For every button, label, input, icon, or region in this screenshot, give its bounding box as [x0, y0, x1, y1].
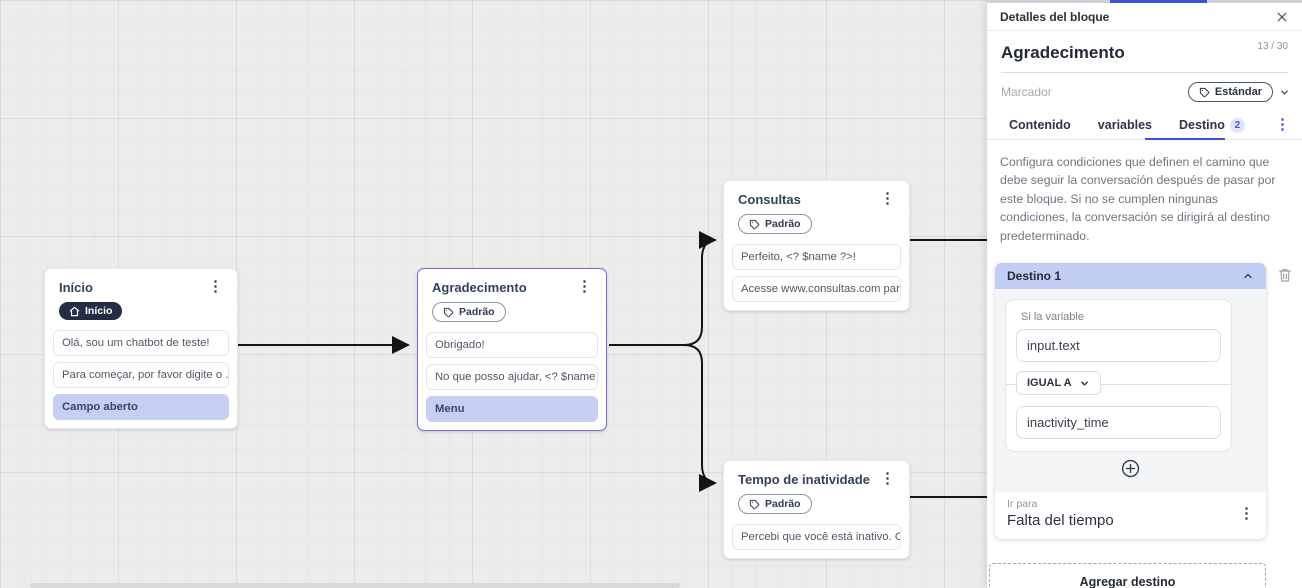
edge-agradecimento-consultas	[609, 231, 717, 346]
tab-label: Destino	[1179, 118, 1225, 132]
message-row[interactable]: No que posso ajudar, <? $name ...	[426, 364, 598, 390]
badge-label: Padrão	[765, 218, 801, 230]
clipped-tabbar-edge	[987, 0, 1302, 3]
kebab-menu-icon[interactable]: ⋮	[208, 278, 223, 295]
message-row[interactable]: Perfeito, <? $name ?>!	[732, 244, 901, 270]
message-row[interactable]: Olá, sou um chatbot de teste!	[53, 330, 229, 356]
operator-value: IGUAL A	[1027, 377, 1072, 390]
menu-row[interactable]: Menu	[426, 396, 598, 422]
condition-box: Si la variable IGUAL A	[1005, 299, 1232, 453]
node-title: Início	[59, 280, 93, 295]
home-icon	[69, 306, 80, 316]
name-underline	[1001, 72, 1288, 73]
horizontal-scrollbar[interactable]	[30, 583, 680, 588]
node-title: Tempo de inatividade	[738, 472, 870, 487]
tag-icon	[749, 499, 760, 509]
condition-divider	[1006, 384, 1231, 386]
node-agradecimento[interactable]: Agradecimento ⋮ Padrão Obrigado! No que …	[417, 268, 607, 431]
goto-label: Ir para	[1007, 498, 1038, 511]
chevron-down-icon[interactable]	[1279, 87, 1290, 98]
block-name-input[interactable]: Agradecimento	[1001, 43, 1125, 62]
marker-select[interactable]: Estándar	[1187, 82, 1273, 102]
chevron-down-icon	[1080, 381, 1088, 386]
node-type-badge: Padrão	[738, 494, 812, 514]
trash-icon[interactable]	[1277, 267, 1293, 283]
marker-label: Marcador	[1001, 85, 1052, 99]
message-row[interactable]: Acesse www.consultas.com par...	[732, 276, 901, 302]
close-icon[interactable]	[1275, 10, 1289, 24]
message-row[interactable]: Para começar, por favor digite o ...	[53, 362, 229, 388]
message-row[interactable]: Obrigado!	[426, 332, 598, 358]
node-type-badge: Início	[59, 302, 123, 320]
block-details-panel: Detalles del bloque Agradecimento 13 / 3…	[987, 0, 1302, 588]
destination-count-badge: 2	[1229, 117, 1245, 133]
node-title: Agradecimento	[432, 280, 527, 295]
kebab-menu-icon[interactable]: ⋮	[880, 470, 895, 487]
badge-label: Padrão	[765, 498, 801, 510]
destination-description: Configura condiciones que definen el cam…	[1000, 155, 1276, 243]
node-consultas[interactable]: Consultas ⋮ Padrão Perfeito, <? $name ?>…	[723, 180, 910, 311]
operator-select[interactable]: IGUAL A	[1016, 371, 1101, 396]
tag-icon	[1199, 87, 1210, 97]
add-condition-icon[interactable]	[1121, 459, 1140, 478]
badge-label: Início	[85, 305, 113, 317]
message-row[interactable]: Percebi que você está inativo. C...	[732, 524, 901, 550]
active-tab-indicator	[1145, 138, 1225, 140]
tag-icon	[443, 307, 454, 317]
tab-destino[interactable]: Destino 2	[1179, 117, 1245, 133]
destination-card: Destino 1 Si la variable IGUAL A	[995, 263, 1266, 540]
chevron-up-icon[interactable]	[1242, 270, 1254, 282]
variable-input[interactable]	[1016, 329, 1221, 363]
add-destination-button[interactable]: Agregar destino	[989, 563, 1266, 588]
condition-label: Si la variable	[1021, 311, 1084, 324]
destination-title: Destino 1	[1007, 269, 1062, 284]
goto-kebab-menu-icon[interactable]: ⋮	[1239, 504, 1254, 522]
node-tempo-inatividade[interactable]: Tempo de inatividade ⋮ Padrão Percebi qu…	[723, 460, 910, 559]
tabs-kebab-menu-icon[interactable]: ⋮	[1275, 116, 1290, 133]
compare-value-input[interactable]	[1016, 406, 1221, 440]
kebab-menu-icon[interactable]: ⋮	[880, 190, 895, 207]
tag-icon	[749, 219, 760, 229]
open-field-row[interactable]: Campo aberto	[53, 394, 229, 420]
clipped-active-tab-indicator	[1110, 0, 1207, 3]
edge-agradecimento-tempo	[609, 344, 717, 492]
tab-contenido[interactable]: Contenido	[1009, 118, 1071, 132]
marker-value: Estándar	[1214, 86, 1262, 98]
panel-title: Detalles del bloque	[1000, 9, 1110, 24]
kebab-menu-icon[interactable]: ⋮	[577, 278, 592, 295]
destination-card-header[interactable]: Destino 1	[995, 263, 1266, 290]
char-counter: 13 / 30	[1257, 41, 1288, 52]
node-type-badge: Padrão	[432, 302, 506, 322]
node-title: Consultas	[738, 192, 801, 207]
badge-label: Padrão	[459, 306, 495, 318]
node-type-badge: Padrão	[738, 214, 812, 234]
tab-variables[interactable]: variables	[1097, 118, 1153, 132]
node-inicio[interactable]: Início ⋮ Início Olá, sou um chatbot de t…	[44, 268, 238, 429]
goto-value[interactable]: Falta del tiempo	[1007, 512, 1114, 530]
